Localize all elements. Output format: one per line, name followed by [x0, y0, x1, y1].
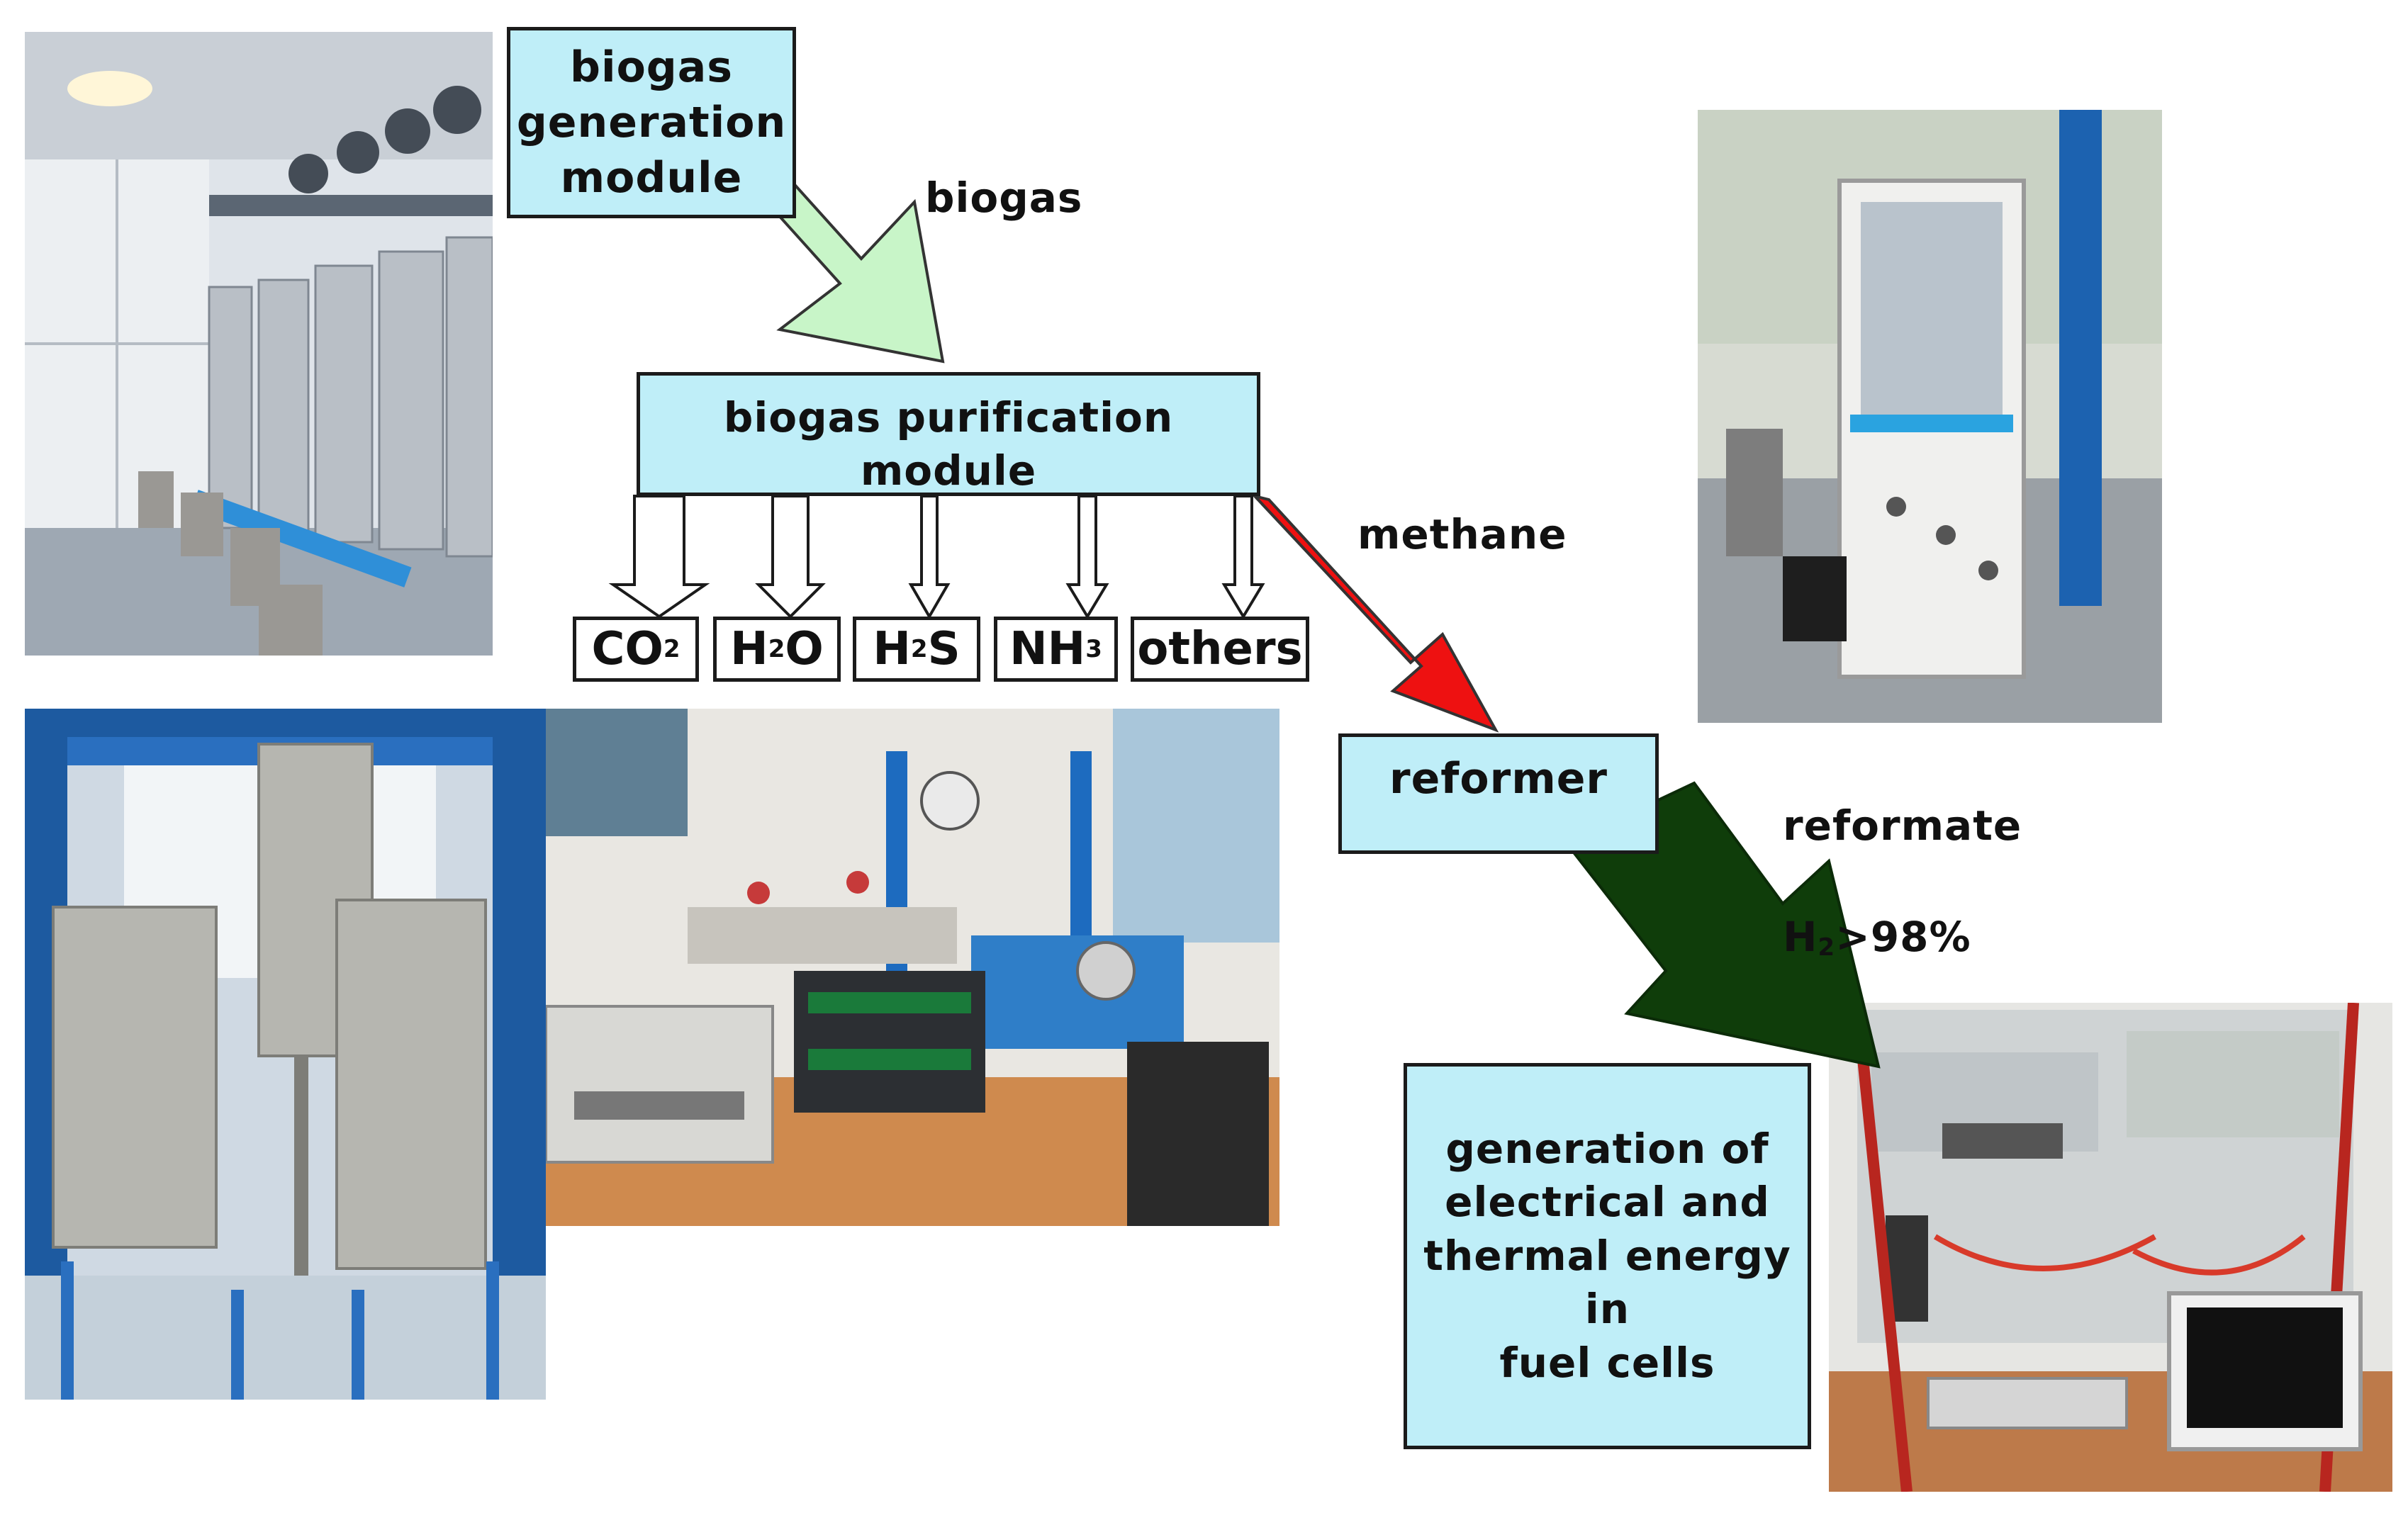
biogas-purification-module-box: biogas purification module [637, 372, 1260, 496]
reformate-arrow [1564, 781, 1881, 1069]
photo-purification-unit [25, 709, 546, 1400]
reformer-box: reformer [1338, 733, 1659, 854]
photo-laboratory-bench [546, 709, 1279, 1226]
biogas-generation-module-box: biogas generation module [507, 27, 796, 218]
biogas-flow-label: biogas [925, 174, 1083, 222]
photo-reformer-unit [1698, 110, 2162, 723]
photo-fuel-cell-station [1829, 1003, 2392, 1492]
byproduct-arrows [608, 495, 1265, 619]
photo-biogas-reactors [25, 32, 493, 656]
byproduct-others: others [1131, 617, 1309, 682]
nh3-arrow [1065, 495, 1109, 619]
methane-flow-label: methane [1357, 510, 1567, 558]
h2s-arrow [908, 495, 951, 619]
energy-generation-box: generation of electrical and thermal ene… [1404, 1063, 1811, 1449]
reformate-label-line2: H2>98% [1783, 912, 1971, 962]
methane-arrow [1250, 493, 1499, 733]
h2o-arrow [755, 495, 826, 619]
reformate-flow-label: reformate H2>98% [1783, 743, 2022, 964]
co2-arrow [608, 495, 710, 619]
reformate-label-line1: reformate [1783, 802, 2022, 850]
others-arrow [1221, 495, 1265, 619]
